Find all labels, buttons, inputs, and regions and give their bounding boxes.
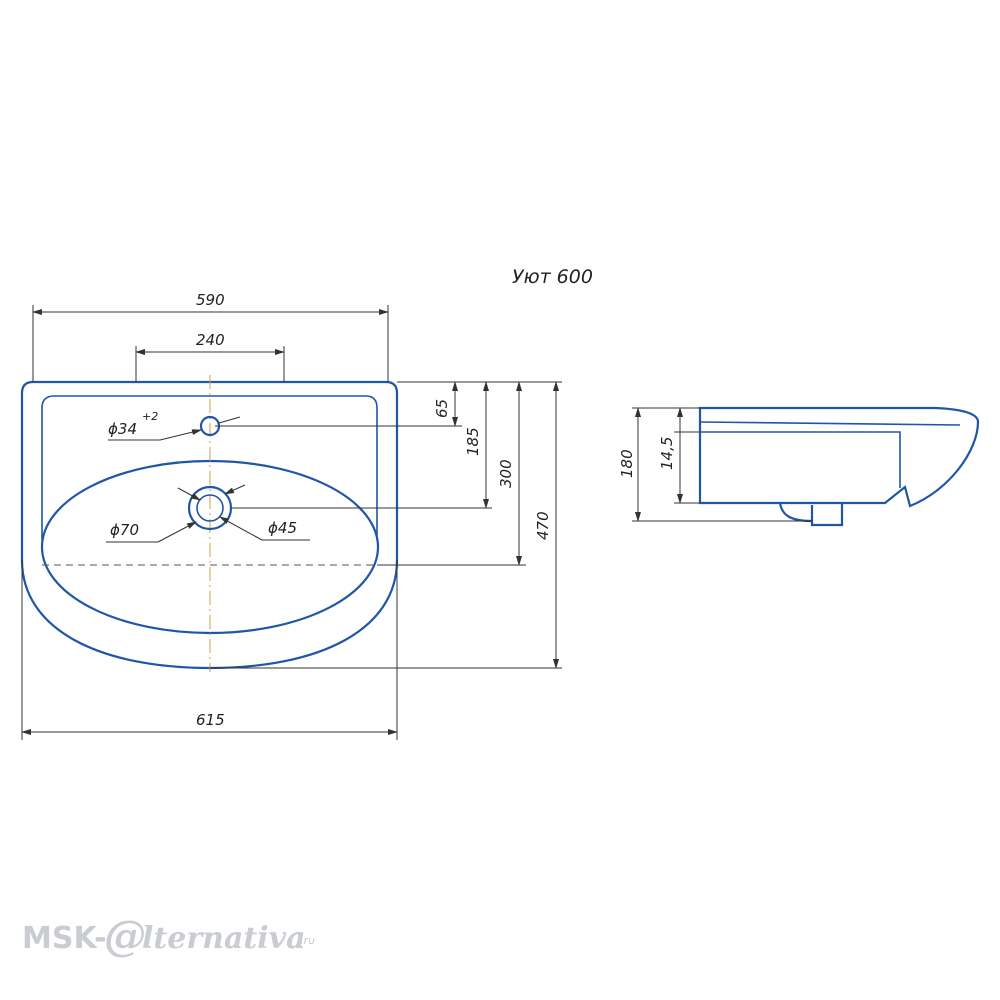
callout-drain-outer: ϕ70 xyxy=(106,484,246,543)
tap-hole-tolerance-label: +2 xyxy=(142,410,158,423)
watermark-domain: .ru xyxy=(300,934,315,947)
watermark-suffix: lternativa xyxy=(142,921,306,956)
dim-240-label: 240 xyxy=(196,331,225,349)
drain-inner xyxy=(196,494,224,522)
dim-470-label: 470 xyxy=(534,511,552,540)
dim-vertical-group: 65 185 300 470 xyxy=(210,381,562,669)
side-outer-contour xyxy=(698,406,980,508)
dim-14-5-label: 14,5 xyxy=(658,437,676,470)
dim-615-label: 615 xyxy=(196,711,225,729)
side-drain xyxy=(778,502,844,527)
side-inner-line xyxy=(699,421,961,426)
basin-inner-rim xyxy=(41,395,378,540)
side-view: 180 14,5 xyxy=(618,406,980,527)
model-title: Уют 600 xyxy=(512,266,593,288)
callout-tap-hole: ϕ34 +2 xyxy=(108,410,241,441)
dim-300-label: 300 xyxy=(497,459,515,488)
dim-185-label: 185 xyxy=(464,427,482,456)
drain-outer-diameter-label: ϕ70 xyxy=(110,521,139,539)
dim-65-label: 65 xyxy=(433,399,451,418)
side-bowl-line xyxy=(700,431,901,488)
watermark-prefix: MSK- xyxy=(22,921,107,956)
basin-outer-contour xyxy=(20,380,399,670)
dim-180-label: 180 xyxy=(618,449,636,478)
watermark-at: @ xyxy=(104,911,146,960)
dim-590-label: 590 xyxy=(196,291,225,309)
top-view xyxy=(20,375,399,672)
dim-590: 590 xyxy=(32,291,389,382)
drain-outer xyxy=(187,485,233,531)
dim-615: 615 xyxy=(21,560,398,740)
dim-240: 240 xyxy=(135,331,285,382)
tap-hole-diameter-label: ϕ34 xyxy=(108,420,137,438)
callout-drain-inner: ϕ45 xyxy=(177,487,310,541)
drain-inner-diameter-label: ϕ45 xyxy=(268,519,297,537)
watermark-logo: MSK- @ lternativa .ru xyxy=(22,911,315,960)
